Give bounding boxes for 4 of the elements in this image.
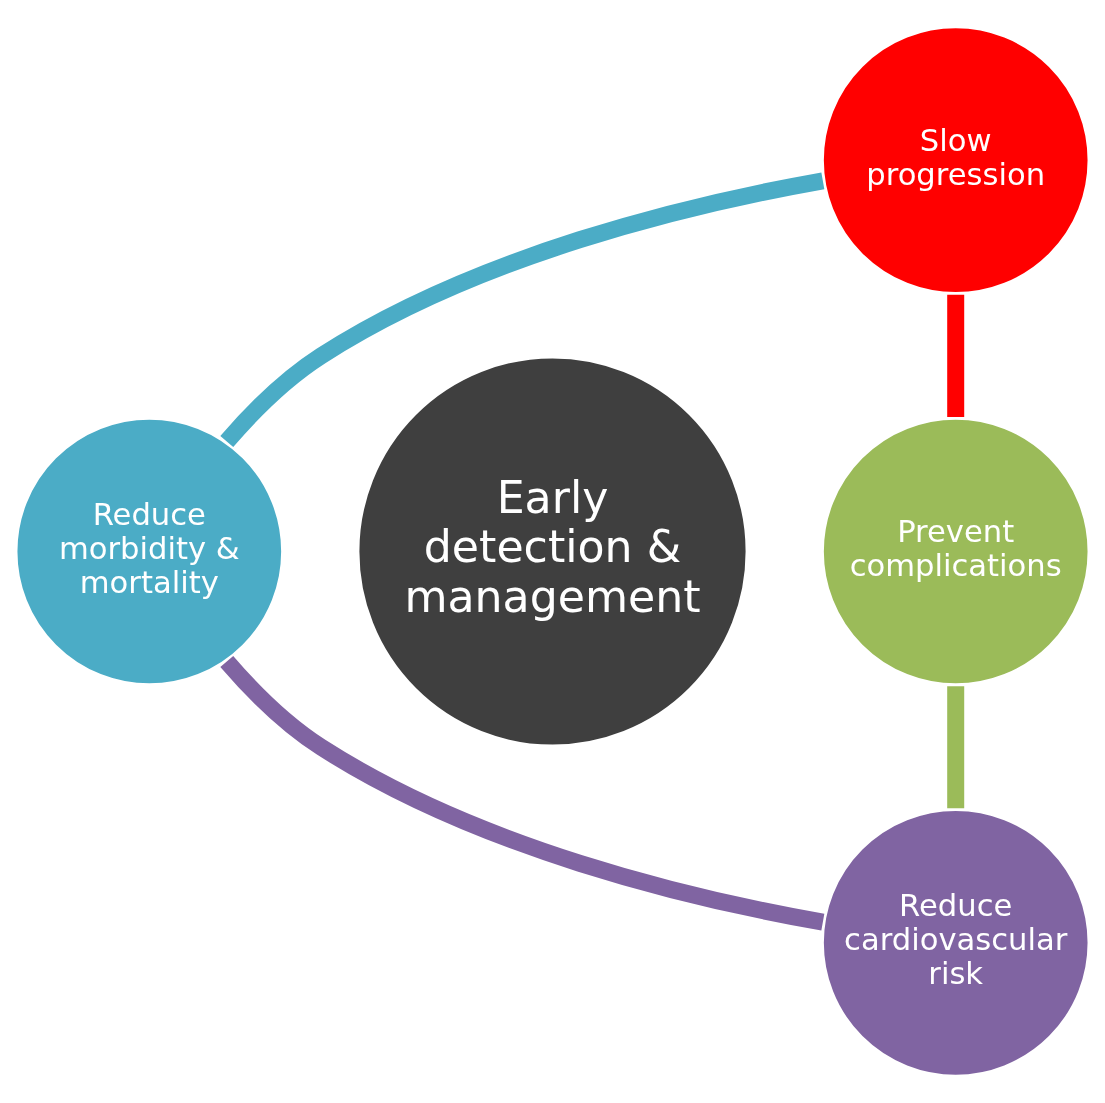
connector — [947, 686, 965, 809]
connector — [220, 655, 825, 931]
connector — [947, 294, 965, 418]
connector — [220, 172, 825, 448]
